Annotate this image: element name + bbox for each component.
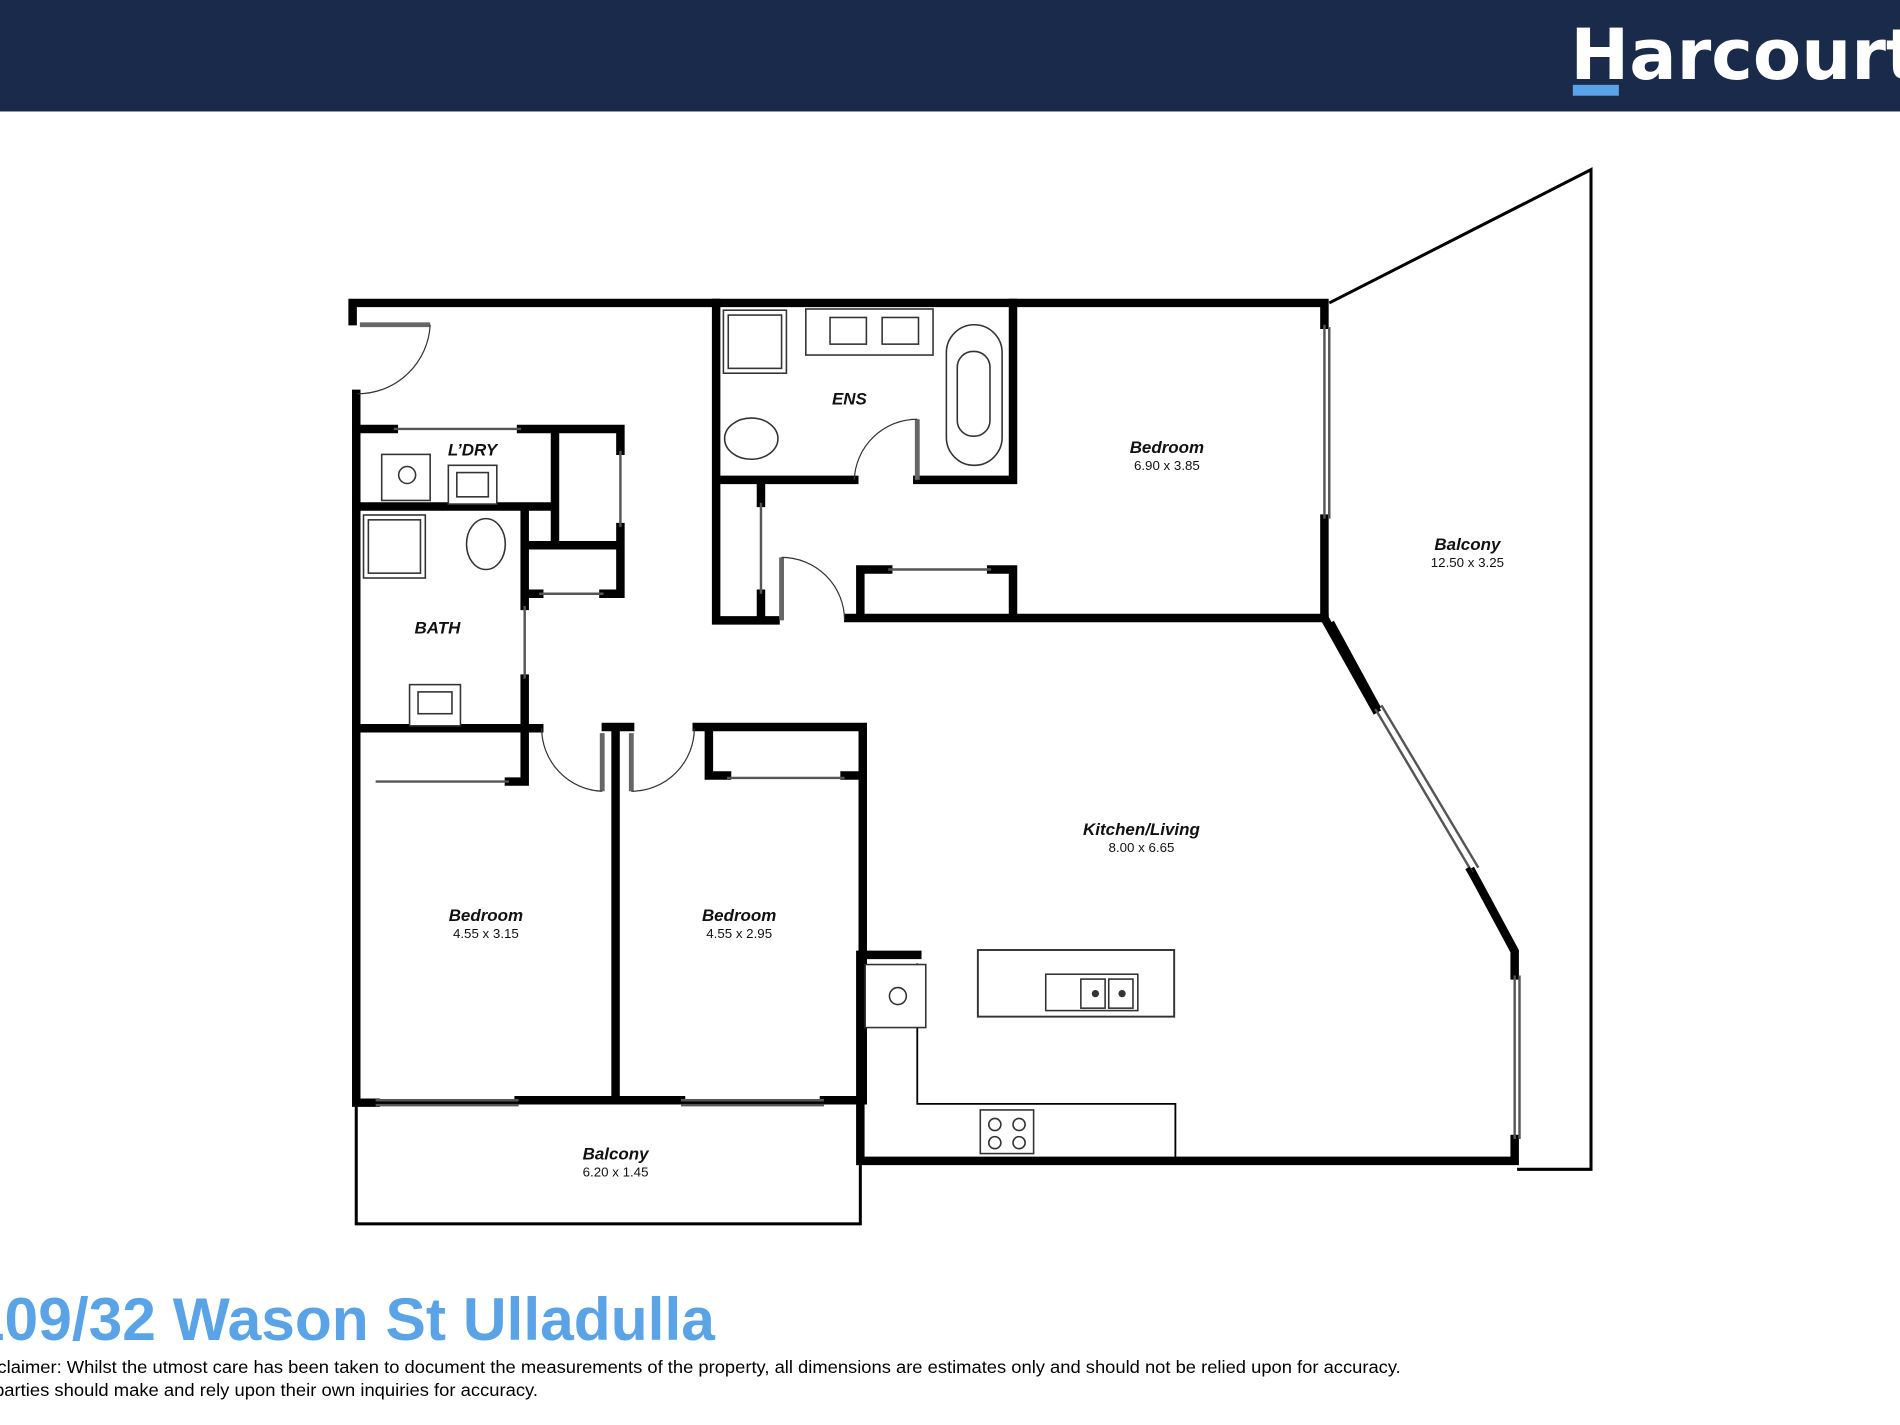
bath-basin-icon: [408, 683, 462, 727]
cooktop-icon: [979, 1109, 1035, 1155]
room-dims-bedroom-3: 4.55 x 2.95: [706, 926, 772, 941]
brand-logo-underline: [1572, 84, 1619, 96]
room-label-bedroom-2: Bedroom: [449, 906, 523, 925]
disclaimer-line-2: All parties should make and rely upon th…: [0, 1380, 538, 1400]
washing-machine-icon: [380, 453, 431, 502]
room-label-balcony-side: Balcony: [1434, 535, 1502, 554]
room-dims-bedroom-main: 6.90 x 3.85: [1134, 458, 1200, 473]
room-label-laundry: L’DRY: [448, 441, 499, 460]
room-dims-kitchen-living: 8.00 x 6.65: [1109, 840, 1175, 855]
room-dims-bedroom-2: 4.55 x 3.15: [453, 926, 519, 941]
property-address: 109/32 Wason St Ulladulla: [0, 1285, 716, 1353]
shower-icon: [722, 309, 788, 375]
room-dims-balcony-front: 6.20 x 1.45: [583, 1165, 649, 1180]
disclaimer-line-1: Disclaimer: Whilst the utmost care has b…: [0, 1357, 1401, 1377]
room-label-bath: BATH: [415, 619, 462, 638]
floor-plan: ENS Bedroom 6.90 x 3.85 Balcony 12.50 x …: [348, 167, 1593, 1226]
brand-logo: Harcourts: [1570, 14, 1900, 96]
room-label-balcony-front: Balcony: [583, 1145, 651, 1164]
bathtub-icon: [945, 323, 1003, 467]
kitchen-sink-icon: [1044, 973, 1139, 1012]
toilet-icon: [723, 417, 779, 461]
room-label-bedroom-main: Bedroom: [1130, 438, 1204, 457]
room-label-bedroom-3: Bedroom: [702, 906, 776, 925]
room-label-ens: ENS: [832, 390, 868, 409]
laundry-tub-icon: [447, 464, 498, 505]
fridge-icon: [864, 963, 927, 1029]
double-vanity-icon: [805, 308, 934, 356]
bath-shower-icon: [362, 514, 427, 579]
bath-toilet-icon: [465, 517, 507, 571]
room-label-kitchen-living: Kitchen/Living: [1083, 820, 1200, 839]
room-dims-balcony-side: 12.50 x 3.25: [1431, 555, 1504, 570]
